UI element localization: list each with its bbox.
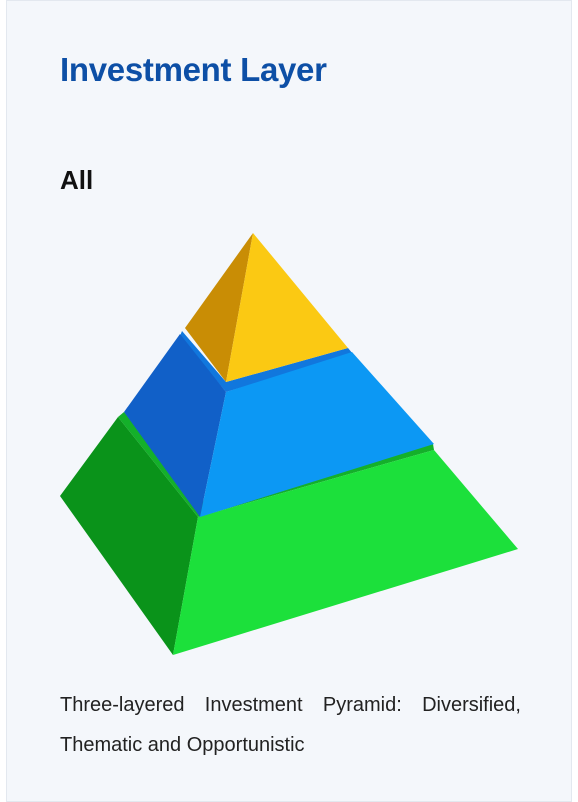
card-title: Investment Layer bbox=[60, 51, 327, 88]
filter-label-all[interactable]: All bbox=[60, 165, 94, 195]
pyramid-bottom-ledge bbox=[118, 412, 434, 517]
pyramid-middle-front-face bbox=[200, 352, 434, 517]
pyramid-caption: Three-layered Investment Pyramid: Divers… bbox=[60, 694, 521, 756]
pyramid-bottom-left-face bbox=[60, 417, 198, 655]
pyramid-layer-middle bbox=[124, 331, 434, 517]
pyramid-layer-top bbox=[185, 233, 348, 382]
pyramid-middle-left-face bbox=[124, 334, 226, 517]
investment-layer-card: Investment Layer All Three-layered Inves… bbox=[6, 0, 572, 802]
pyramid-top-front-face bbox=[226, 233, 348, 382]
pyramid-layer-bottom bbox=[60, 412, 518, 655]
pyramid-bottom-front-face bbox=[173, 450, 518, 655]
pyramid-top-left-face bbox=[185, 233, 253, 382]
